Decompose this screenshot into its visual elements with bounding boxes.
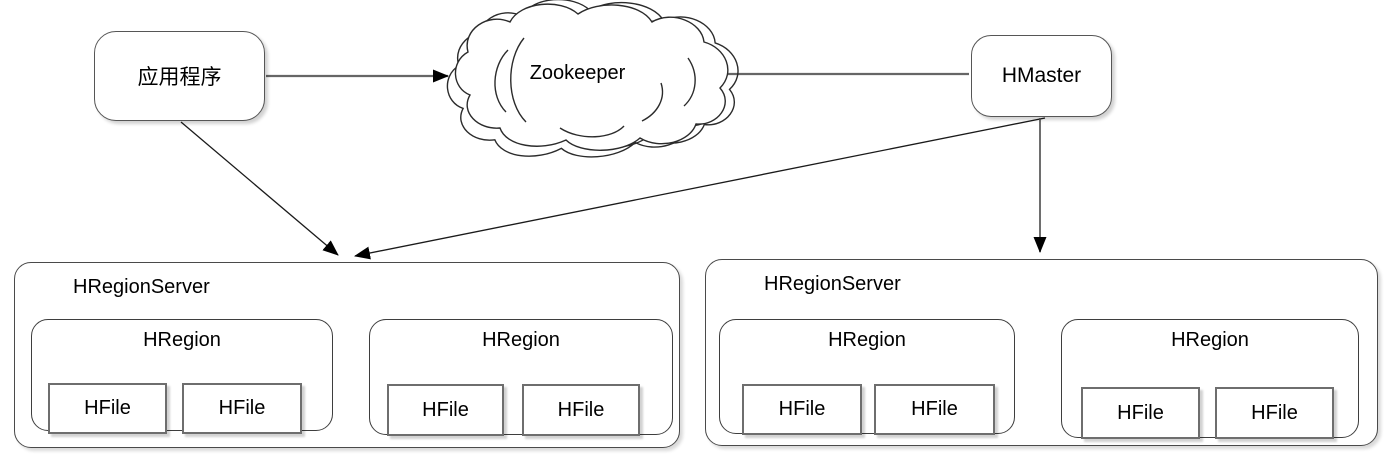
zookeeper-label: Zookeeper	[529, 62, 626, 84]
hfile-2-1-2: HFile	[874, 384, 995, 435]
hfile-2-1-1: HFile	[742, 384, 862, 435]
hregion-2-2-label: HRegion	[1171, 329, 1249, 351]
hregionserver-2: HRegionServer HRegion HFile HFile HRegio…	[705, 259, 1378, 446]
hmaster-label: HMaster	[1001, 64, 1082, 87]
hregionserver-2-label: HRegionServer	[764, 273, 901, 295]
hregion-1-1-label: HRegion	[143, 329, 221, 351]
edge-hmaster-server1	[354, 117, 1046, 260]
application-label: 应用程序	[137, 66, 222, 89]
hregionserver-1: HRegionServer HRegion HFile HFile HRegio…	[14, 262, 680, 448]
hfile-1-2-2: HFile	[522, 384, 640, 436]
hfile-1-1-1: HFile	[48, 383, 167, 434]
hregion-1-2-label: HRegion	[482, 329, 560, 351]
hregionserver-1-label: HRegionServer	[73, 276, 210, 298]
hfile-1-1-2: HFile	[182, 383, 302, 434]
hfile-2-2-1: HFile	[1081, 387, 1200, 439]
hfile-1-2-1: HFile	[387, 384, 504, 436]
hregion-1-2: HRegion HFile HFile	[369, 319, 673, 436]
hregion-2-2: HRegion HFile HFile	[1061, 319, 1359, 439]
edge-application-server1	[180, 121, 339, 256]
hregion-1-1: HRegion HFile HFile	[31, 319, 333, 434]
hregion-2-1-label: HRegion	[828, 329, 906, 351]
application-node: 应用程序	[94, 31, 265, 121]
hmaster-node: HMaster	[971, 35, 1112, 117]
hfile-2-2-2: HFile	[1215, 387, 1334, 439]
hregion-2-1: HRegion HFile HFile	[719, 319, 1015, 435]
